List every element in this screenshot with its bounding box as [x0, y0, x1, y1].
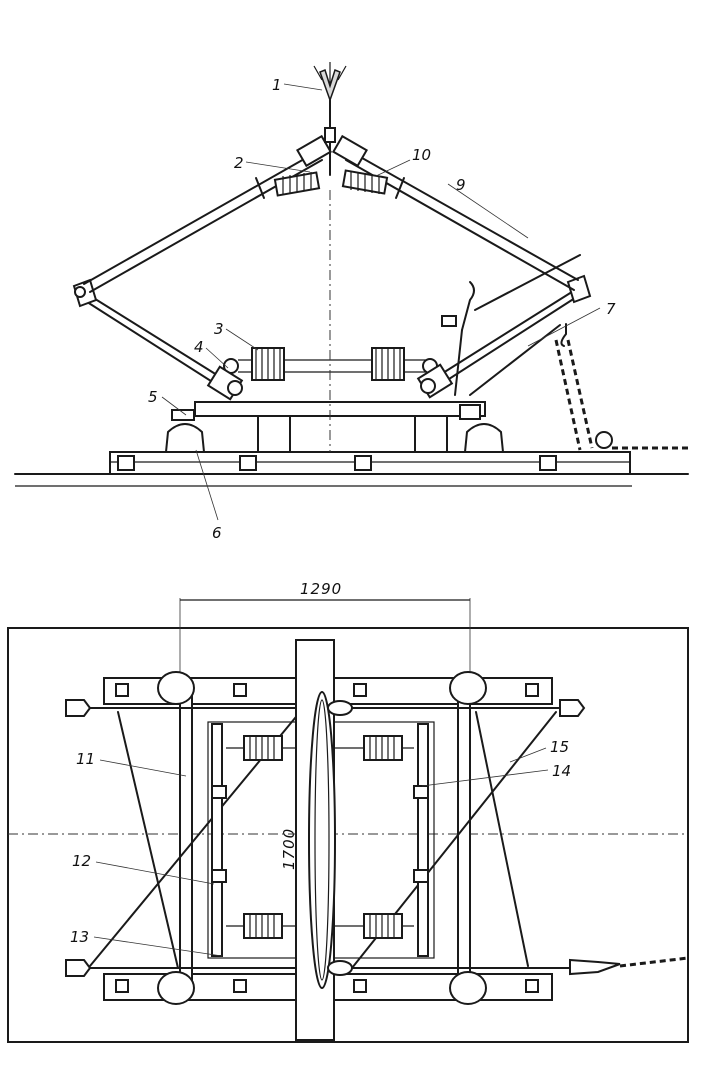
plan-pan-head	[295, 639, 353, 1041]
bearing-block-left	[257, 415, 291, 453]
plan-inner-frame	[207, 721, 435, 959]
roof-outline	[7, 627, 689, 1043]
callout-15: 15	[550, 738, 569, 756]
dim-1700: 1700	[280, 828, 298, 870]
callout-5: 5	[148, 388, 158, 406]
plan-view: 1290 1700	[7, 580, 689, 1043]
support-insulators	[164, 423, 505, 453]
pan-head	[313, 62, 347, 176]
callout-11: 11	[76, 750, 95, 768]
plan-springs	[226, 735, 414, 939]
upper-springs	[255, 169, 405, 199]
callout-14: 14	[552, 762, 571, 780]
main-shaft	[194, 401, 486, 417]
callout-10: 10	[412, 146, 431, 164]
lower-arms	[83, 289, 576, 401]
dimension-width: 1290	[179, 580, 471, 680]
callout-6: 6	[212, 524, 222, 542]
callout-2: 2	[234, 154, 244, 172]
side-leaders	[161, 83, 601, 521]
drive-linkage	[441, 254, 581, 420]
callout-13: 13	[70, 928, 89, 946]
callout-9: 9	[456, 176, 466, 194]
hook-and-cable	[554, 323, 690, 451]
knee-joints	[72, 274, 592, 308]
callout-3: 3	[214, 320, 224, 338]
bearing-block-right	[414, 415, 448, 453]
base-bolts	[117, 455, 557, 471]
plan-bolts	[115, 683, 539, 993]
callout-4: 4	[194, 338, 204, 356]
callout-12: 12	[72, 852, 91, 870]
callout-7: 7	[606, 300, 616, 318]
pivot-fitting	[171, 409, 195, 421]
plan-insulators	[157, 671, 487, 1005]
side-view: 1 2 3 4 5 6 7 9 10	[14, 62, 690, 542]
callout-1: 1	[272, 76, 282, 94]
dim-1290: 1290	[300, 580, 342, 598]
plan-leaders	[93, 747, 549, 957]
